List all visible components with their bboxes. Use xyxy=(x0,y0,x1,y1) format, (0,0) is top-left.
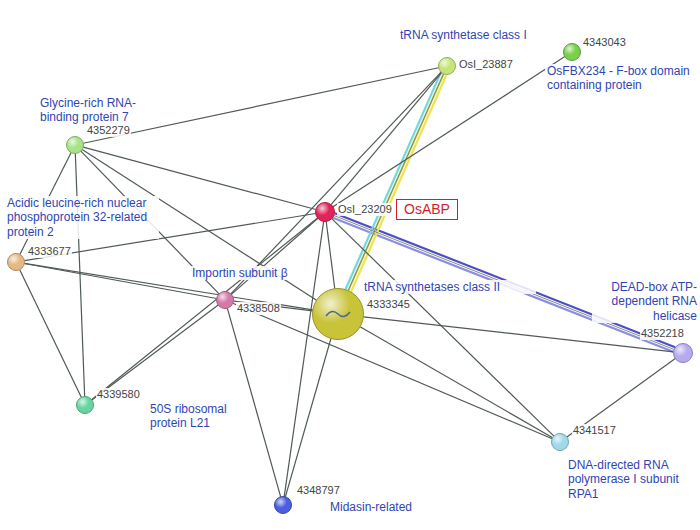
protein-node: 4348797Midasin-related xyxy=(274,496,292,514)
node-circle xyxy=(316,203,335,222)
protein-node: 4352279Glycine-rich RNA-binding protein … xyxy=(66,136,84,154)
node-id: OsI_23209 xyxy=(337,203,393,216)
interaction-line xyxy=(233,303,552,438)
interaction-line xyxy=(231,218,317,294)
node-id: 4352279 xyxy=(86,124,131,137)
node-circle xyxy=(76,396,94,414)
protein-name: DNA-directed RNA polymerase I subunit RP… xyxy=(566,458,700,501)
node-shine xyxy=(275,497,291,513)
node-circle xyxy=(275,497,292,514)
node-shine xyxy=(316,203,334,221)
interaction-line xyxy=(231,72,441,294)
protein-name: tRNA synthetase class I xyxy=(398,28,562,42)
evidence-band xyxy=(348,74,443,291)
node-id: OsI_23887 xyxy=(458,58,514,71)
node-id: 4333345 xyxy=(366,298,411,311)
node-circle xyxy=(563,43,581,61)
protein-node: 4352218DEAD-box ATP-dependent RNA helica… xyxy=(673,343,693,363)
interaction-line xyxy=(348,74,443,291)
node-shine xyxy=(77,397,93,413)
protein-name: OsFBX234 - F-box domain containing prote… xyxy=(545,64,699,93)
node-circle xyxy=(66,136,84,154)
node-circle xyxy=(552,434,569,451)
node-circle xyxy=(77,397,94,414)
node-circle xyxy=(673,343,693,363)
node-shine xyxy=(217,292,233,308)
node-shine xyxy=(674,344,692,362)
protein-node: 433958050S ribosomal protein L21 xyxy=(76,396,94,414)
interaction-line xyxy=(92,305,218,400)
protein-node: OsI_23209OsABP xyxy=(315,202,335,222)
highlight-tag: OsABP xyxy=(396,199,458,220)
node-id: 4338508 xyxy=(236,302,281,315)
protein-node: 4333677Acidic leucine-rich nuclear phosp… xyxy=(7,253,25,271)
protein-node: 4333345tRNA synthetases class II xyxy=(312,288,364,340)
node-circle xyxy=(217,292,234,309)
node-circle xyxy=(67,137,84,154)
node-id: 4341517 xyxy=(572,424,617,437)
node-circle xyxy=(7,253,25,271)
structure-icon xyxy=(326,311,350,316)
protein-node: OsI_23887tRNA synthetase class I xyxy=(438,57,456,75)
protein-node: 4338508Importin subunit β xyxy=(216,291,234,309)
protein-node: 4343043OsFBX234 - F-box domain containin… xyxy=(563,43,581,61)
interaction-line xyxy=(360,327,553,438)
node-id: 4339580 xyxy=(96,388,141,401)
interaction-line xyxy=(333,57,565,207)
node-id: 4343043 xyxy=(582,36,627,49)
protein-name: DEAD-box ATP-dependent RNA helicase xyxy=(592,280,699,323)
node-circle xyxy=(312,288,364,340)
protein-name: Acidic leucine-rich nuclear phosphoprote… xyxy=(5,196,159,239)
protein-name: tRNA synthetases class II xyxy=(362,280,536,294)
interaction-line xyxy=(285,339,331,497)
node-circle xyxy=(551,433,569,451)
protein-node: 4341517DNA-directed RNA polymerase I sub… xyxy=(551,433,569,451)
node-id: 4348797 xyxy=(296,484,341,497)
node-id: 4352218 xyxy=(640,327,685,340)
node-circle xyxy=(216,291,234,309)
interaction-line xyxy=(326,221,335,288)
node-shine xyxy=(8,254,24,270)
protein-name: Importin subunit β xyxy=(190,266,290,280)
node-circle xyxy=(439,58,456,75)
protein-name: 50S ribosomal protein L21 xyxy=(148,402,244,431)
node-circle xyxy=(274,496,292,514)
protein-name: Midasin-related xyxy=(328,500,414,514)
interaction-line xyxy=(75,153,84,396)
node-shine xyxy=(439,58,455,74)
interaction-line xyxy=(332,219,554,436)
interaction-line xyxy=(20,270,82,398)
node-circle xyxy=(315,202,335,222)
protein-name: Glycine-rich RNA-binding protein 7 xyxy=(38,96,167,125)
interaction-line xyxy=(24,264,216,299)
node-circle xyxy=(8,254,25,271)
interaction-line xyxy=(331,73,441,205)
evidence-band xyxy=(346,73,441,290)
node-shine xyxy=(67,137,83,153)
evidence-band xyxy=(351,75,446,292)
node-circle xyxy=(674,344,693,363)
node-shine xyxy=(552,434,568,450)
node-shine xyxy=(564,44,580,60)
node-circle xyxy=(438,57,456,75)
interaction-line xyxy=(284,221,323,496)
node-circle xyxy=(564,44,581,61)
node-shine xyxy=(313,289,363,339)
node-id: 4333677 xyxy=(27,245,72,258)
interaction-line xyxy=(92,218,318,400)
interaction-line xyxy=(567,359,675,437)
node-circle xyxy=(313,289,364,340)
